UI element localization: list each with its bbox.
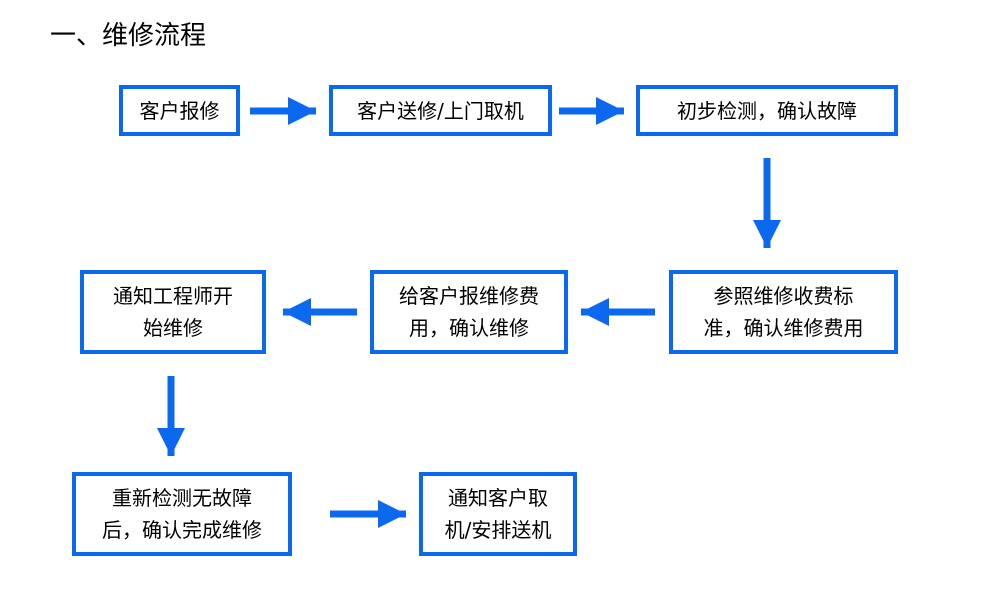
step-customer-report: 客户报修: [119, 85, 240, 136]
step-quote-customer: 给客户报维修费 用，确认维修: [370, 270, 568, 354]
section-title: 一、维修流程: [50, 21, 207, 51]
step-notify-engineer: 通知工程师开 始维修: [80, 270, 266, 354]
step-initial-inspection: 初步检测，确认故障: [636, 85, 898, 136]
step-retest-complete: 重新检测无故障 后，确认完成维修: [72, 472, 292, 556]
step-pickup-delivery: 客户送修/上门取机: [329, 85, 552, 136]
step-notify-customer: 通知客户取 机/安排送机: [419, 472, 577, 556]
step-fee-reference: 参照维修收费标 准，确认维修费用: [669, 270, 898, 354]
